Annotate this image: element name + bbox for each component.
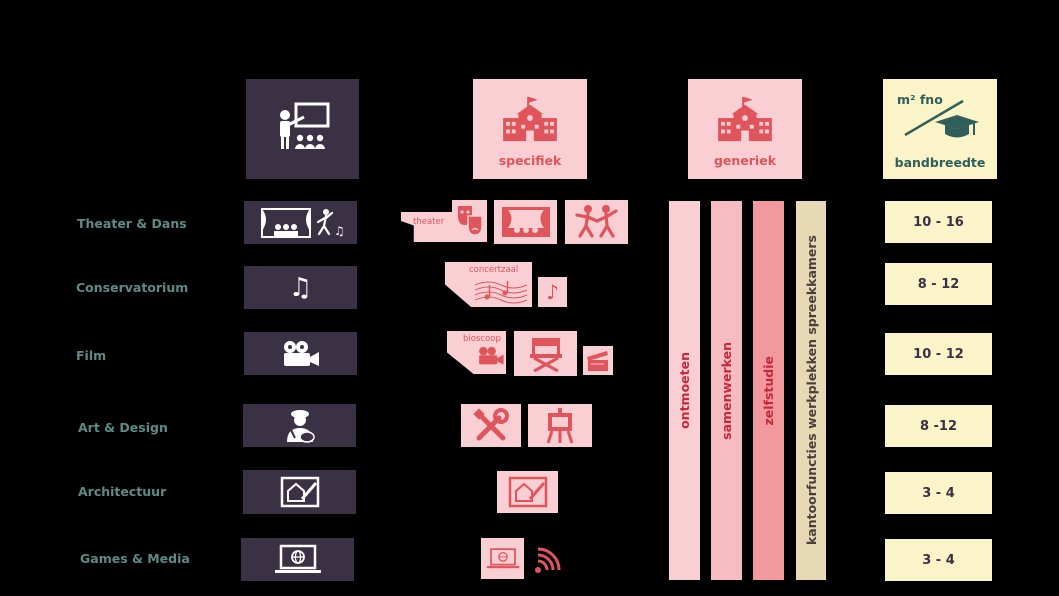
clapperboard-icon bbox=[587, 350, 608, 371]
clapperboard-tile bbox=[583, 346, 613, 375]
laptop-tile bbox=[481, 538, 524, 579]
blueprint-icon bbox=[280, 476, 319, 508]
bioscoop-caption: bioscoop bbox=[463, 334, 501, 344]
cinema-camera-icon bbox=[479, 346, 504, 365]
wifi-signal-icon bbox=[535, 547, 561, 573]
ontmoeten-bar: ontmoeten bbox=[669, 201, 700, 580]
easel-icon bbox=[546, 407, 574, 443]
tools-tile bbox=[461, 404, 521, 447]
theater-masks-icon bbox=[457, 206, 483, 236]
range-architectuur: 3 - 4 bbox=[885, 472, 992, 514]
school-building-icon bbox=[716, 95, 774, 143]
diagonal-divider bbox=[904, 99, 964, 137]
range-games-media: 3 - 4 bbox=[885, 539, 992, 581]
concertzaal-caption: concertzaal bbox=[469, 265, 519, 275]
bioscoop-tile: bioscoop bbox=[447, 331, 506, 374]
stage-audience-icon bbox=[501, 207, 550, 237]
theater-dans-tile: ♫ bbox=[244, 201, 357, 244]
theater-caption: theater bbox=[413, 217, 445, 227]
theater-caption-tag: theater bbox=[401, 212, 459, 242]
school-building-icon bbox=[501, 95, 559, 143]
ontmoeten-label: ontmoeten bbox=[677, 352, 692, 429]
film-camera-icon bbox=[283, 340, 319, 366]
row-label-architectuur: Architectuur bbox=[78, 484, 167, 499]
tools-icon bbox=[473, 407, 509, 440]
range-art-design: 8 -12 bbox=[885, 405, 992, 447]
kantoorfuncties-bar: kantoorfuncties werkplekken spreekkamers bbox=[796, 201, 826, 580]
bandbreedte-label: bandbreedte bbox=[894, 155, 986, 170]
bandbreedte-header-tile: m² fno bandbreedte bbox=[883, 79, 997, 179]
concertzaal-tile: concertzaal bbox=[445, 262, 532, 307]
zelfstudie-bar: zelfstudie bbox=[753, 201, 784, 580]
row-label-theater-dans: Theater & Dans bbox=[77, 216, 187, 231]
games-media-tile bbox=[241, 538, 354, 581]
row-label-film: Film bbox=[76, 348, 107, 363]
theater-masks-tile bbox=[452, 200, 487, 242]
stage-dance-icon: ♫ bbox=[260, 207, 345, 238]
specifiek-label: specifiek bbox=[498, 153, 562, 168]
row-label-conservatorium: Conservatorium bbox=[76, 280, 189, 295]
music-notes-icon: ♫ bbox=[288, 272, 313, 303]
teacher-presentation-icon bbox=[279, 102, 329, 149]
dancers-tile bbox=[565, 200, 628, 244]
music-note-tile: ♪ bbox=[538, 277, 567, 307]
samenwerken-bar: samenwerken bbox=[711, 201, 742, 580]
easel-tile bbox=[528, 404, 592, 447]
architectuur-tile bbox=[243, 470, 356, 514]
range-film: 10 - 12 bbox=[885, 333, 992, 375]
director-chair-tile bbox=[514, 331, 577, 376]
samenwerken-label: samenwerken bbox=[719, 341, 734, 440]
painter-icon bbox=[286, 409, 315, 443]
blueprint-icon bbox=[508, 476, 547, 508]
kantoorfuncties-label: kantoorfuncties werkplekken spreekkamers bbox=[803, 235, 819, 546]
stage-audience-tile bbox=[494, 200, 557, 244]
laptop-globe-icon bbox=[486, 547, 519, 568]
graduation-cap-icon bbox=[935, 115, 979, 138]
range-theater-dans: 10 - 16 bbox=[885, 201, 992, 243]
row-label-games-media: Games & Media bbox=[80, 551, 190, 566]
generiek-header-tile: generiek bbox=[688, 79, 802, 179]
blueprint-tile bbox=[497, 471, 558, 513]
laptop-globe-icon bbox=[274, 544, 321, 573]
film-tile bbox=[244, 332, 357, 375]
dancers-icon bbox=[574, 205, 618, 238]
svg-text:♫: ♫ bbox=[334, 224, 345, 238]
art-design-tile bbox=[243, 404, 356, 447]
teacher-header-tile bbox=[246, 79, 359, 179]
row-label-art-design: Art & Design bbox=[78, 420, 168, 435]
range-conservatorium: 8 - 12 bbox=[885, 263, 992, 305]
music-note-icon: ♪ bbox=[546, 280, 559, 304]
director-chair-icon bbox=[529, 337, 562, 372]
specifiek-header-tile: specifiek bbox=[473, 79, 587, 179]
conservatorium-tile: ♫ bbox=[244, 266, 357, 309]
zelfstudie-label: zelfstudie bbox=[761, 355, 776, 426]
m2-fno-label: m² fno bbox=[897, 92, 943, 107]
sheet-music-icon bbox=[474, 281, 528, 304]
generiek-label: generiek bbox=[713, 153, 777, 168]
